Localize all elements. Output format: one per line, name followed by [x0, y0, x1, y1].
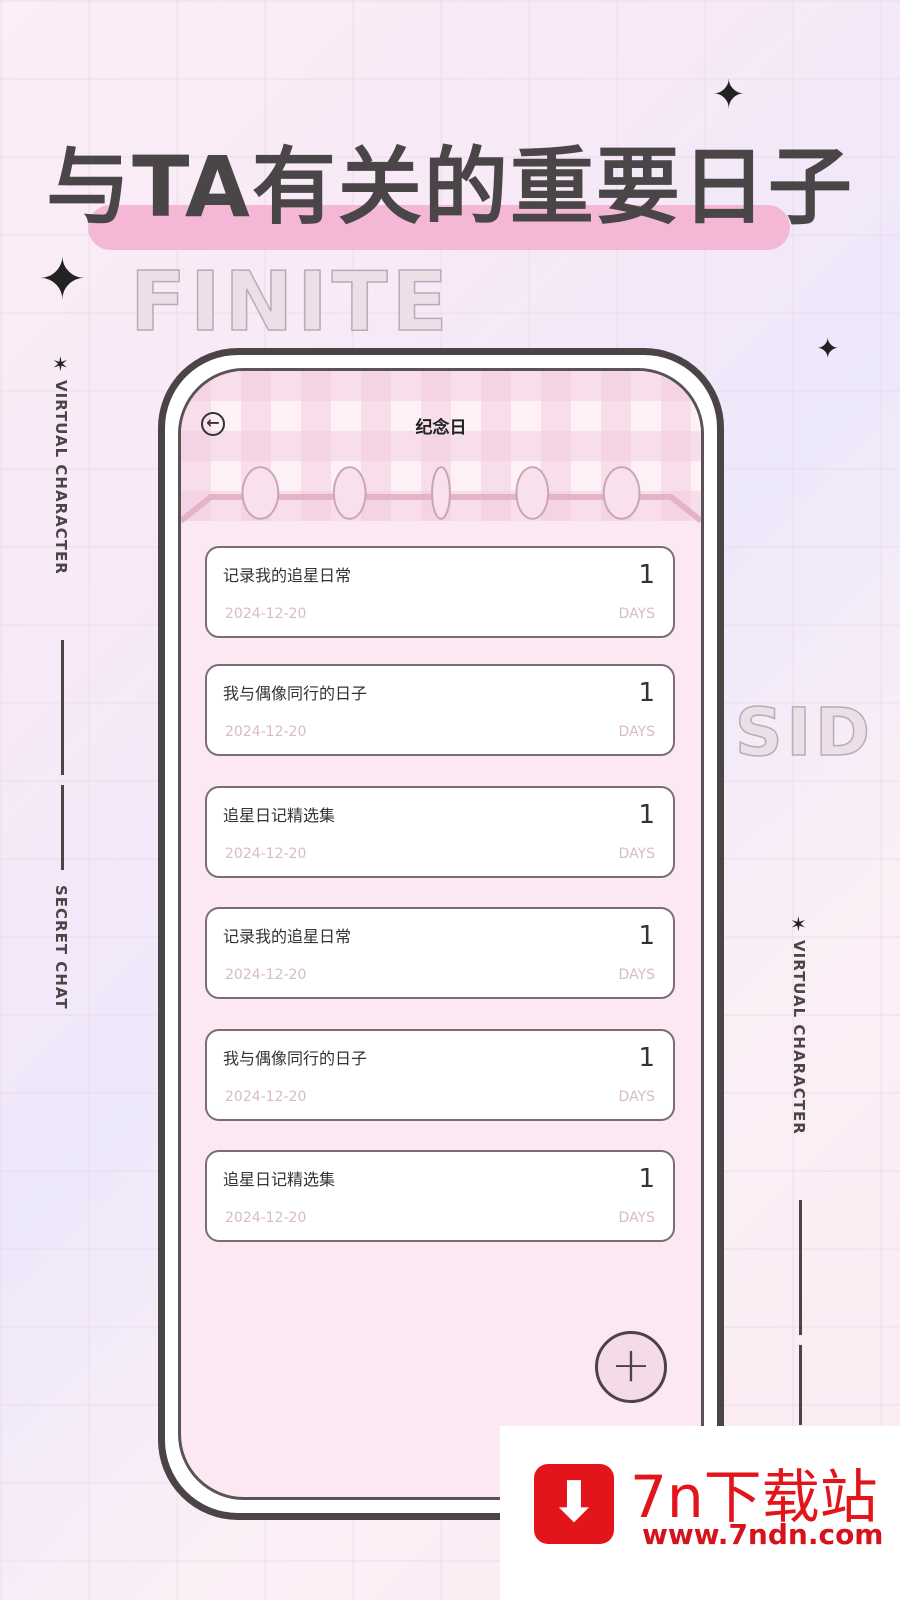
side-text-left-2: SECRET CHAT [52, 885, 70, 1010]
divider [61, 640, 64, 775]
card-date: 2024-12-20 [225, 967, 307, 983]
card-unit: DAYS [618, 1210, 655, 1226]
anniversary-card[interactable]: 记录我的追星日常 1 2024-12-20 DAYS [205, 546, 675, 638]
back-arrow-icon[interactable]: ← [201, 412, 225, 436]
anniversary-card[interactable]: 我与偶像同行的日子 1 2024-12-20 DAYS [205, 1029, 675, 1121]
watermark-url: www.7ndn.com [642, 1518, 884, 1551]
top-bar: ← 纪念日 [181, 409, 701, 439]
download-arrow-icon: ⬇ [534, 1464, 614, 1544]
side-text-right: VIRTUAL CHARACTER [790, 940, 808, 1135]
notebook-rings [181, 466, 701, 524]
card-count: 1 [638, 1164, 655, 1194]
card-name: 追星日记精选集 [223, 806, 336, 825]
ring [431, 466, 451, 520]
bg-outline-text-right: SID [734, 694, 874, 771]
sparkle-icon: ✦ [38, 245, 87, 313]
card-name: 记录我的追星日常 [223, 927, 352, 946]
card-count: 1 [638, 921, 655, 951]
star-icon: ✶ [52, 352, 69, 376]
divider [799, 1345, 802, 1425]
card-name: 追星日记精选集 [223, 1170, 336, 1189]
bg-outline-text-left: FINITE [129, 255, 452, 350]
card-date: 2024-12-20 [225, 606, 307, 622]
anniversary-card[interactable]: 我与偶像同行的日子 1 2024-12-20 DAYS [205, 664, 675, 756]
star-icon: ✶ [790, 912, 807, 936]
card-count: 1 [638, 1043, 655, 1073]
anniversary-card[interactable]: 追星日记精选集 1 2024-12-20 DAYS [205, 1150, 675, 1242]
sparkle-icon: ✦ [816, 332, 840, 365]
page-title: 纪念日 [415, 418, 467, 438]
card-unit: DAYS [618, 606, 655, 622]
card-count: 1 [638, 560, 655, 590]
card-name: 我与偶像同行的日子 [223, 1049, 368, 1068]
card-date: 2024-12-20 [225, 1089, 307, 1105]
card-name: 我与偶像同行的日子 [223, 684, 368, 703]
anniversary-card[interactable]: 记录我的追星日常 1 2024-12-20 DAYS [205, 907, 675, 999]
card-name: 记录我的追星日常 [223, 566, 352, 585]
ring [602, 466, 641, 520]
card-count: 1 [638, 678, 655, 708]
ring [332, 466, 367, 520]
divider [799, 1200, 802, 1335]
card-unit: DAYS [618, 1089, 655, 1105]
ring [241, 466, 280, 520]
sparkle-icon: ✦ [712, 72, 746, 118]
card-unit: DAYS [618, 724, 655, 740]
headline-highlight [88, 205, 790, 250]
divider [61, 785, 64, 870]
headline: 与TA有关的重要日子 [46, 138, 854, 236]
side-text-left-1: VIRTUAL CHARACTER [52, 380, 70, 575]
card-unit: DAYS [618, 846, 655, 862]
watermark-name: 7n下载站 [630, 1463, 878, 1531]
card-date: 2024-12-20 [225, 1210, 307, 1226]
card-date: 2024-12-20 [225, 846, 307, 862]
anniversary-card[interactable]: 追星日记精选集 1 2024-12-20 DAYS [205, 786, 675, 878]
watermark: ⬇ 7n下载站 www.7ndn.com [500, 1426, 900, 1600]
card-date: 2024-12-20 [225, 724, 307, 740]
card-unit: DAYS [618, 967, 655, 983]
ring [515, 466, 550, 520]
card-count: 1 [638, 800, 655, 830]
add-button[interactable]: + [595, 1331, 667, 1403]
